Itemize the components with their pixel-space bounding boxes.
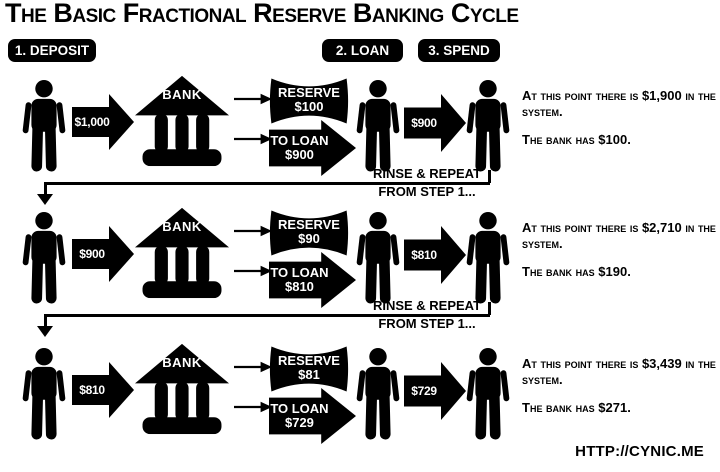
deposit-arrow: $900 xyxy=(72,226,134,282)
bank-holdings-note: The bank has $100. xyxy=(522,132,631,147)
depositor-person-icon xyxy=(18,212,70,304)
cycle-row: $900 BANK RESERVE $90 TO LOAN $810 $810 xyxy=(0,206,720,311)
deposit-amount-label: $1,000 xyxy=(74,115,110,129)
reserve-label: RESERVE xyxy=(278,217,340,232)
loop-arrowhead-icon xyxy=(37,326,53,337)
page-title: The Basic Fractional Reserve Banking Cyc… xyxy=(5,0,519,28)
spend-arrow: $900 xyxy=(404,94,466,152)
recipient-person-icon xyxy=(462,80,514,172)
depositor-person-icon xyxy=(18,80,70,172)
bank-icon: BANK xyxy=(135,74,229,168)
loan-label: TO LOAN xyxy=(270,265,329,280)
spend-arrow: $810 xyxy=(404,226,466,284)
step-badge-deposit-label: 1. DEPOSIT xyxy=(14,43,90,58)
borrower-person-icon xyxy=(352,212,404,304)
loop-arrowhead-icon xyxy=(37,194,53,205)
bank-label: BANK xyxy=(162,219,202,234)
reserve-amount: $81 xyxy=(298,367,320,382)
deposit-arrow: $810 xyxy=(72,362,134,418)
step-badge-loan-label: 2. LOAN xyxy=(335,43,390,58)
loan-arrow: TO LOAN $900 xyxy=(269,120,356,176)
loan-arrow: TO LOAN $729 xyxy=(269,388,356,444)
reserve-label: RESERVE xyxy=(278,85,340,100)
to-reserve-arrow-icon xyxy=(234,93,272,105)
loan-arrow: TO LOAN $810 xyxy=(269,252,356,308)
repeat-note-line1: RINSE & REPEAT xyxy=(372,298,482,313)
recipient-person-icon xyxy=(462,212,514,304)
repeat-note-line1: RINSE & REPEAT xyxy=(372,166,482,181)
spend-amount-label: $729 xyxy=(411,384,437,398)
reserve-amount: $100 xyxy=(294,99,324,114)
loop-line-left xyxy=(44,182,47,195)
loan-label: TO LOAN xyxy=(270,133,329,148)
row-note: At this point there is $2,710 in the sys… xyxy=(522,220,718,280)
system-total-note: At this point there is $3,439 in the sys… xyxy=(522,356,716,387)
deposit-amount-label: $810 xyxy=(79,383,105,397)
reserve-banner: RESERVE $81 xyxy=(269,342,349,396)
repeat-note-line2: FROM STEP 1... xyxy=(378,184,476,199)
loop-line-right xyxy=(488,302,491,315)
loop-line-horizontal xyxy=(44,314,490,317)
spend-amount-label: $900 xyxy=(411,116,437,130)
cycle-row: $1,000 BANK RESERVE $100 TO LOAN $900 $9… xyxy=(0,74,720,179)
to-loan-arrow-icon xyxy=(234,133,272,145)
to-reserve-arrow-icon xyxy=(234,225,272,237)
reserve-amount: $90 xyxy=(298,231,320,246)
loan-amount: $810 xyxy=(284,279,314,294)
reserve-label: RESERVE xyxy=(278,353,340,368)
step-badge-deposit: 1. DEPOSIT xyxy=(8,39,96,62)
bank-icon: BANK xyxy=(135,342,229,436)
deposit-arrow: $1,000 xyxy=(72,94,134,150)
recipient-person-icon xyxy=(462,348,514,440)
to-loan-arrow-icon xyxy=(234,265,272,277)
depositor-person-icon xyxy=(18,348,70,440)
loan-label: TO LOAN xyxy=(270,401,329,416)
loan-amount: $900 xyxy=(284,147,314,162)
step-badge-loan: 2. LOAN xyxy=(322,39,403,62)
deposit-amount-label: $900 xyxy=(79,247,105,261)
bank-icon: BANK xyxy=(135,206,229,300)
to-loan-arrow-icon xyxy=(234,401,272,413)
borrower-person-icon xyxy=(352,80,404,172)
system-total-note: At this point there is $1,900 in the sys… xyxy=(522,88,716,119)
footer-url: HTTP://CYNIC.ME xyxy=(575,443,704,460)
bank-label: BANK xyxy=(162,355,202,370)
loan-amount: $729 xyxy=(284,415,314,430)
system-total-note: At this point there is $2,710 in the sys… xyxy=(522,220,716,251)
step-badge-spend: 3. SPEND xyxy=(418,39,500,62)
reserve-banner: RESERVE $90 xyxy=(269,206,349,260)
loop-line-left xyxy=(44,314,47,327)
loop-line-horizontal xyxy=(44,182,490,185)
repeat-note-line2: FROM STEP 1... xyxy=(378,316,476,331)
step-badge-spend-label: 3. SPEND xyxy=(428,43,490,58)
row-note: At this point there is $1,900 in the sys… xyxy=(522,88,718,148)
bank-label: BANK xyxy=(162,87,202,102)
row-note: At this point there is $3,439 in the sys… xyxy=(522,356,718,416)
bank-holdings-note: The bank has $271. xyxy=(522,400,631,415)
borrower-person-icon xyxy=(352,348,404,440)
cycle-row: $810 BANK RESERVE $81 TO LOAN $729 $729 xyxy=(0,342,720,447)
to-reserve-arrow-icon xyxy=(234,361,272,373)
spend-arrow: $729 xyxy=(404,362,466,420)
reserve-banner: RESERVE $100 xyxy=(269,74,349,128)
spend-amount-label: $810 xyxy=(411,248,437,262)
loop-line-right xyxy=(488,170,491,183)
bank-holdings-note: The bank has $190. xyxy=(522,264,631,279)
